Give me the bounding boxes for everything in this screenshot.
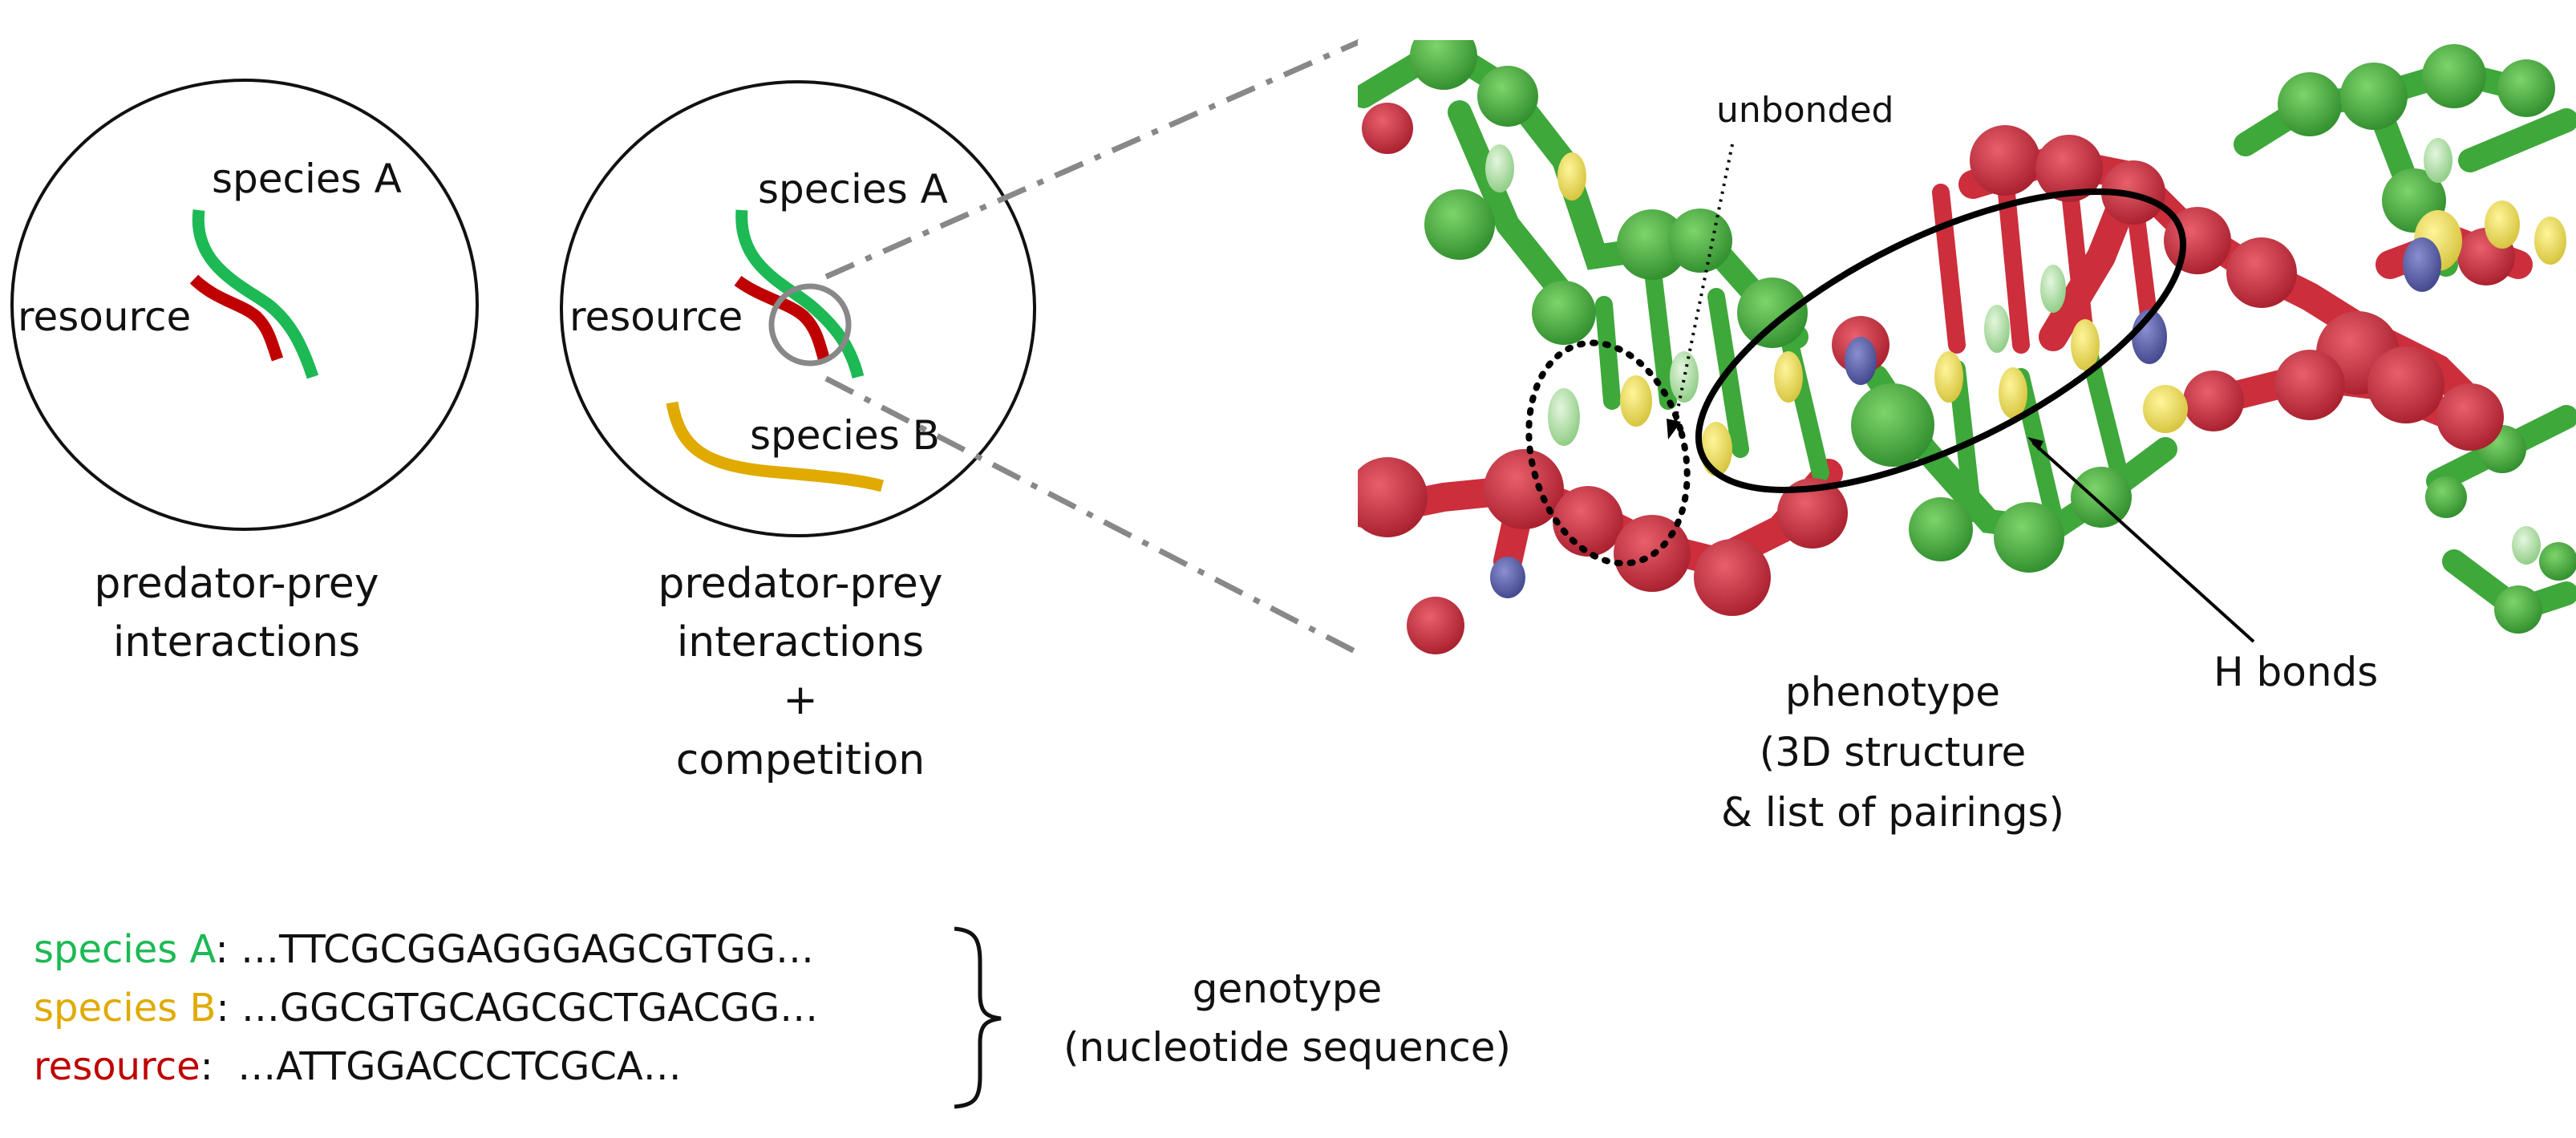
middle-resource-label: resource xyxy=(569,294,743,340)
genotype-block: species A: …TTCGCGGAGGGAGCGTGG… species … xyxy=(34,927,818,1089)
left-resource-label: resource xyxy=(18,294,191,340)
left-caption-line2: interactions xyxy=(113,618,360,666)
middle-species-b-label: species B xyxy=(750,412,940,459)
genotype-seq-species-a: …TTCGCGGAGGGAGCGTGG… xyxy=(229,927,814,972)
middle-caption-line1: predator-prey xyxy=(658,560,942,608)
genotype-sep-species-a: : xyxy=(216,927,229,972)
phenotype-line2: (3D structure xyxy=(1760,729,2027,776)
middle-species-a-label: species A xyxy=(758,166,948,213)
genotype-name-species-b: species B xyxy=(34,986,216,1031)
left-caption-line1: predator-prey xyxy=(94,560,379,608)
genotype-name-resource: resource xyxy=(34,1044,200,1089)
h-bonds-label: H bonds xyxy=(2213,649,2378,695)
left-species-a-label: species A xyxy=(212,156,402,202)
h-bonds-pointer-arrowhead xyxy=(2027,437,2043,451)
middle-caption-line4: competition xyxy=(676,736,925,784)
zoom-line-top xyxy=(824,38,1361,280)
genotype-row-species-b: species B: …GGCGTGCAGCGCTGACGG… xyxy=(34,986,818,1031)
h-bonds-highlight-ellipse xyxy=(1695,188,2187,493)
unbonded-highlight-ellipse xyxy=(1525,339,1691,567)
middle-species-a-strand xyxy=(735,209,865,379)
h-bonds-pointer-line xyxy=(2031,441,2255,643)
genotype-sep-species-b: : xyxy=(216,986,229,1031)
genotype-row-species-a: species A: …TTCGCGGAGGGAGCGTGG… xyxy=(34,927,814,972)
middle-panel: species A resource species B predator-pr… xyxy=(560,80,1036,784)
genotype-sep-resource: : xyxy=(200,1044,213,1089)
genotype-label-line1: genotype xyxy=(1193,966,1382,1012)
genotype-row-resource: resource: …ATTGGACCCTCGCA… xyxy=(34,1044,682,1089)
phenotype-line3: & list of pairings) xyxy=(1721,789,2064,836)
magnifier-circle xyxy=(768,283,852,367)
rna-structure-render xyxy=(1358,40,2576,656)
genotype-seq-resource: …ATTGGACCCTCGCA… xyxy=(213,1044,682,1089)
genotype-name-species-a: species A xyxy=(34,927,217,972)
middle-caption-line3: + xyxy=(783,676,818,724)
unbonded-pointer-arrowhead xyxy=(1667,419,1681,439)
left-resource-strand xyxy=(189,274,284,362)
left-panel: species A resource predator-prey interac… xyxy=(10,79,479,666)
middle-species-b-strand xyxy=(666,401,884,492)
middle-cell-circle xyxy=(560,80,1036,537)
unbonded-label: unbonded xyxy=(1716,90,1894,131)
left-cell-circle xyxy=(10,79,479,531)
genotype-label-line2: (nucleotide sequence) xyxy=(1063,1024,1511,1071)
middle-resource-strand xyxy=(734,275,831,362)
genotype-brace xyxy=(954,926,1002,1109)
zoom-line-bottom xyxy=(824,375,1361,657)
phenotype-line1: phenotype xyxy=(1785,669,2000,715)
genotype-seq-species-b: …GGCGTGCAGCGCTGACGG… xyxy=(229,986,819,1031)
middle-caption-line2: interactions xyxy=(677,618,924,666)
left-species-a-strand xyxy=(192,209,319,379)
